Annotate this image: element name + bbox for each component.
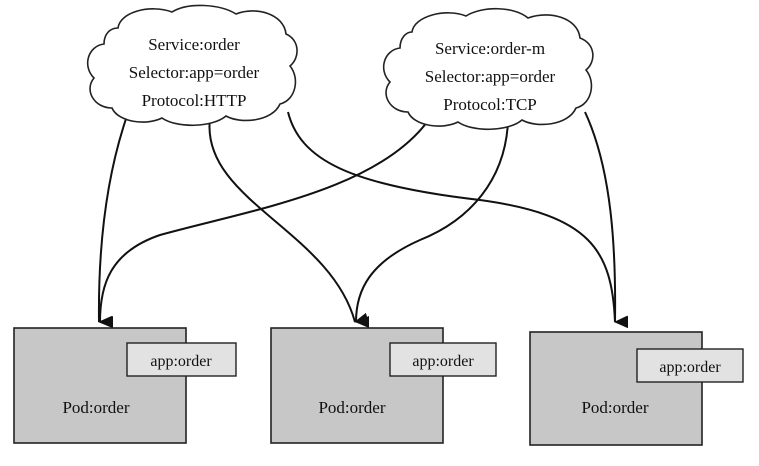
edge-service-order-to-pod-3 <box>287 111 629 328</box>
service-selector: Selector:app=order <box>425 67 556 86</box>
edges <box>97 111 629 329</box>
service-protocol: Protocol:HTTP <box>142 91 247 110</box>
service-name: Service:order <box>148 35 240 54</box>
edge-service-order-to-pod-2 <box>208 117 370 325</box>
service-name: Service:order-m <box>435 39 545 58</box>
pod-3: app:order Pod:order <box>529 331 744 446</box>
pod-label-text: app:order <box>150 353 212 370</box>
service-cloud-order-m: Service:order-m Selector:app=order Proto… <box>382 7 594 131</box>
pod-label-text: app:order <box>412 353 474 370</box>
edge-service-order-m-to-pod-2 <box>355 121 509 329</box>
service-protocol: Protocol:TCP <box>443 95 537 114</box>
pod-label-badge <box>126 342 237 377</box>
pod-1: app:order Pod:order <box>13 327 237 444</box>
edge-service-order-m-to-pod-1 <box>99 117 431 329</box>
edge-service-order-to-pod-1 <box>97 112 129 328</box>
edge-service-order-m-to-pod-3 <box>584 111 629 329</box>
pod-name: Pod:order <box>62 398 129 417</box>
cloud-shape <box>382 7 594 131</box>
pod-name: Pod:order <box>318 398 385 417</box>
pod-2: app:order Pod:order <box>270 327 497 444</box>
service-selector: Selector:app=order <box>129 63 260 82</box>
pod-name: Pod:order <box>581 398 648 417</box>
pod-label-badge <box>636 348 744 383</box>
pod-label-text: app:order <box>659 359 721 376</box>
cloud-shape <box>86 4 298 127</box>
service-cloud-order: Service:order Selector:app=order Protoco… <box>86 4 298 127</box>
pod-box <box>270 327 444 444</box>
pod-label-badge <box>389 342 497 377</box>
